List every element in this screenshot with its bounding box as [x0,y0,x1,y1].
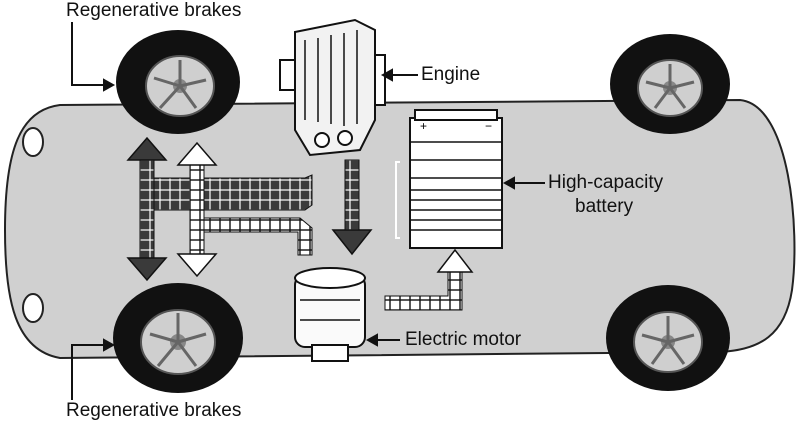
label-regenerative-brakes-top: Regenerative brakes [66,0,242,21]
dark-arrow-engine-motor-shaft [344,159,360,231]
light-arrowhead-to-battery [436,248,474,273]
dark-chain-engine-to-wheels [153,174,313,211]
label-regenerative-brakes-bottom: Regenerative brakes [66,400,242,421]
light-arrow-shaft [189,164,205,256]
light-arrowhead-up [176,141,218,166]
light-arrowhead-down [176,253,218,278]
wheel-front-right [610,34,730,134]
dark-arrowhead-to-motor [331,229,373,256]
wheel-rear-left [113,283,243,393]
electric-motor-illustration [294,267,366,362]
wheel-rear-right [606,285,730,391]
callout-arrows [71,22,545,400]
dark-arrow-shaft-left [139,159,155,261]
wheel-front-left [116,30,240,134]
light-chain-to-motor [203,217,313,256]
dark-arrowhead-down [126,257,168,282]
svg-text:+: + [420,119,427,133]
svg-text:−: − [485,119,492,133]
headlight-top [22,127,44,157]
label-battery-line1: High-capacity [548,172,664,193]
engine-illustration [279,18,386,157]
dark-arrowhead-up [126,136,168,161]
power-flow-arrows [126,136,474,311]
label-battery-line2: battery [575,196,634,217]
label-engine: Engine [421,64,481,85]
battery-illustration: + − [395,109,503,249]
label-electric-motor: Electric motor [405,329,522,350]
headlight-bottom [22,293,44,323]
